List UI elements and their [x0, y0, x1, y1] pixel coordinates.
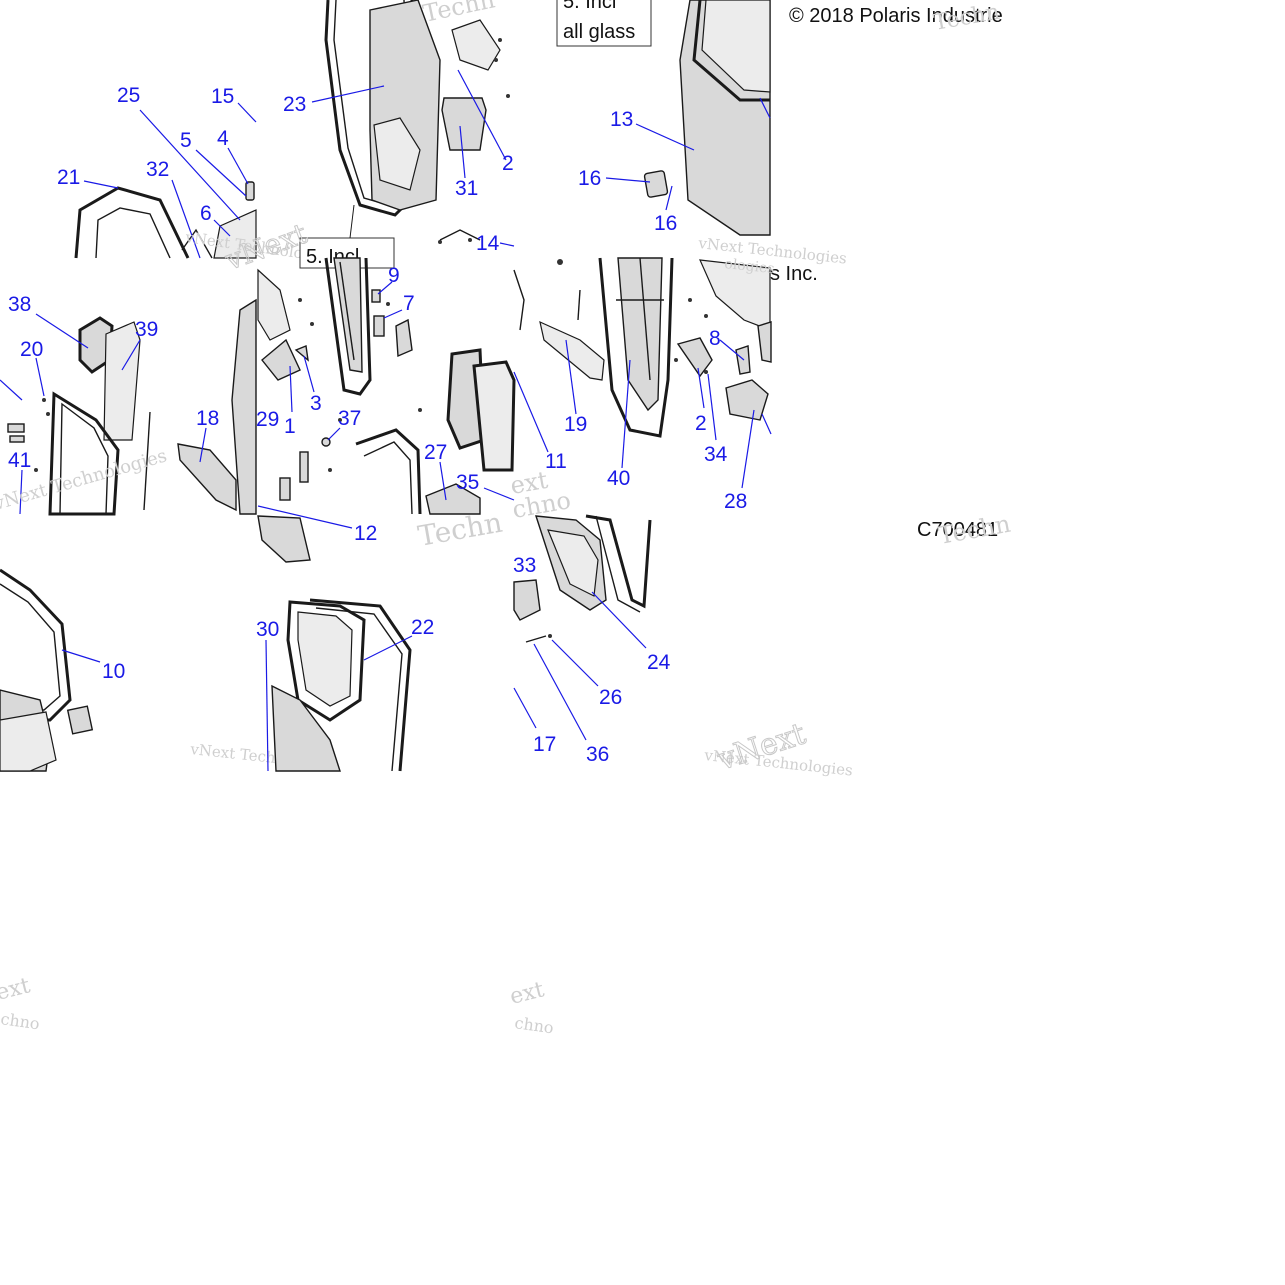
callout-31: 31	[455, 177, 478, 200]
note-top-line1: 5. Incl	[563, 0, 616, 13]
callout-11: 11	[545, 450, 567, 473]
callout-36: 36	[586, 743, 609, 766]
tile-top-center: 5. Incl 23 31 2 14 Techn	[283, 0, 515, 269]
storage-bin-part	[441, 97, 487, 151]
callout-17: 17	[533, 733, 556, 756]
note-top-line2: all glass	[563, 21, 635, 43]
callout-21: 21	[57, 166, 80, 189]
callout-33: 33	[513, 554, 536, 577]
watermark-fragment-13: chno	[513, 1013, 554, 1037]
handle-part	[643, 170, 669, 198]
watermark-fragment-12: ext	[507, 977, 546, 1010]
callout-29: 29	[256, 408, 279, 431]
callout-7: 7	[403, 292, 415, 315]
callout-4: 4	[217, 127, 229, 150]
watermark-fragment-7: Techn	[415, 506, 504, 553]
watermark-fragment-3: ologies	[724, 256, 776, 277]
tile-bottom-center: 12 22 30 Techn	[256, 505, 505, 772]
door-frame-part	[74, 186, 190, 259]
callout-9: 9	[388, 264, 400, 287]
callout-16a: 16	[578, 167, 601, 190]
door-frame-right	[598, 257, 674, 438]
copyright-tail: s Inc.	[770, 263, 818, 285]
callout-32: 32	[146, 158, 169, 181]
callout-3: 3	[310, 392, 322, 415]
callout-8: 8	[709, 327, 721, 350]
trim-part	[539, 320, 605, 381]
tile-mid-right: 8 2 34 28 19 40 11 ologies ext chno	[508, 256, 775, 524]
callout-20: 20	[20, 338, 43, 361]
callout-6: 6	[200, 202, 212, 225]
callout-30: 30	[256, 618, 279, 641]
copyright-strip: © 2018 Polaris Industrie Techn s Inc.	[770, 0, 1003, 285]
callout-40: 40	[607, 467, 630, 490]
callout-1: 1	[284, 415, 296, 438]
diagram-code: C700481	[917, 519, 998, 541]
callout-41: 41	[8, 449, 31, 472]
callout-2-mid: 2	[695, 412, 707, 435]
callout-24: 24	[647, 651, 671, 674]
callout-15: 15	[211, 85, 234, 108]
window-frame-part	[48, 391, 120, 516]
callout-5: 5	[180, 129, 192, 152]
copyright-text: © 2018 Polaris Industrie	[789, 5, 1003, 27]
latch-part	[245, 181, 255, 201]
latch-bracket-part	[676, 337, 713, 378]
callout-38: 38	[8, 293, 31, 316]
callout-27: 27	[424, 441, 447, 464]
callout-10: 10	[102, 660, 125, 683]
watermark-fragment: Techn	[420, 0, 497, 28]
tile-top-right: 5. Incl all glass 13 16 16 vNext Technol…	[556, 0, 848, 268]
callout-34: 34	[704, 443, 728, 466]
callout-25: 25	[117, 84, 140, 107]
clip-part	[371, 289, 381, 303]
bracket-part	[177, 443, 237, 512]
callout-28: 28	[724, 490, 747, 513]
callout-16b: 16	[654, 212, 677, 235]
callout-2-top: 2	[502, 152, 514, 175]
callout-12: 12	[354, 522, 377, 545]
callout-26: 26	[599, 686, 622, 709]
watermark-fragment-11: chno	[0, 1009, 41, 1033]
callout-35: 35	[456, 471, 479, 494]
callout-37: 37	[338, 407, 361, 430]
callout-23: 23	[283, 93, 306, 116]
watermark-fragment-4: ext	[508, 466, 550, 500]
callout-22: 22	[411, 616, 434, 639]
callout-13: 13	[610, 108, 633, 131]
callout-14: 14	[476, 232, 500, 255]
callout-19: 19	[564, 413, 587, 436]
tile-mid-center: 9 7 3 1 29 37 27 35	[256, 257, 516, 515]
door-frame-center	[324, 257, 372, 396]
tile-bottom-right: 33 24 26 17 36 vNext Technologies vNext	[513, 514, 854, 780]
window-frame-lower	[286, 600, 366, 722]
callout-39: 39	[135, 318, 158, 341]
note-box-top	[556, 0, 652, 47]
callout-18: 18	[196, 407, 219, 430]
watermark-fragment-10: ext	[0, 973, 33, 1006]
tile-mid-left: 38 39 20 18 41 vNext Technologies	[0, 293, 257, 516]
watermark-fragment-6: Techn	[936, 510, 1012, 550]
